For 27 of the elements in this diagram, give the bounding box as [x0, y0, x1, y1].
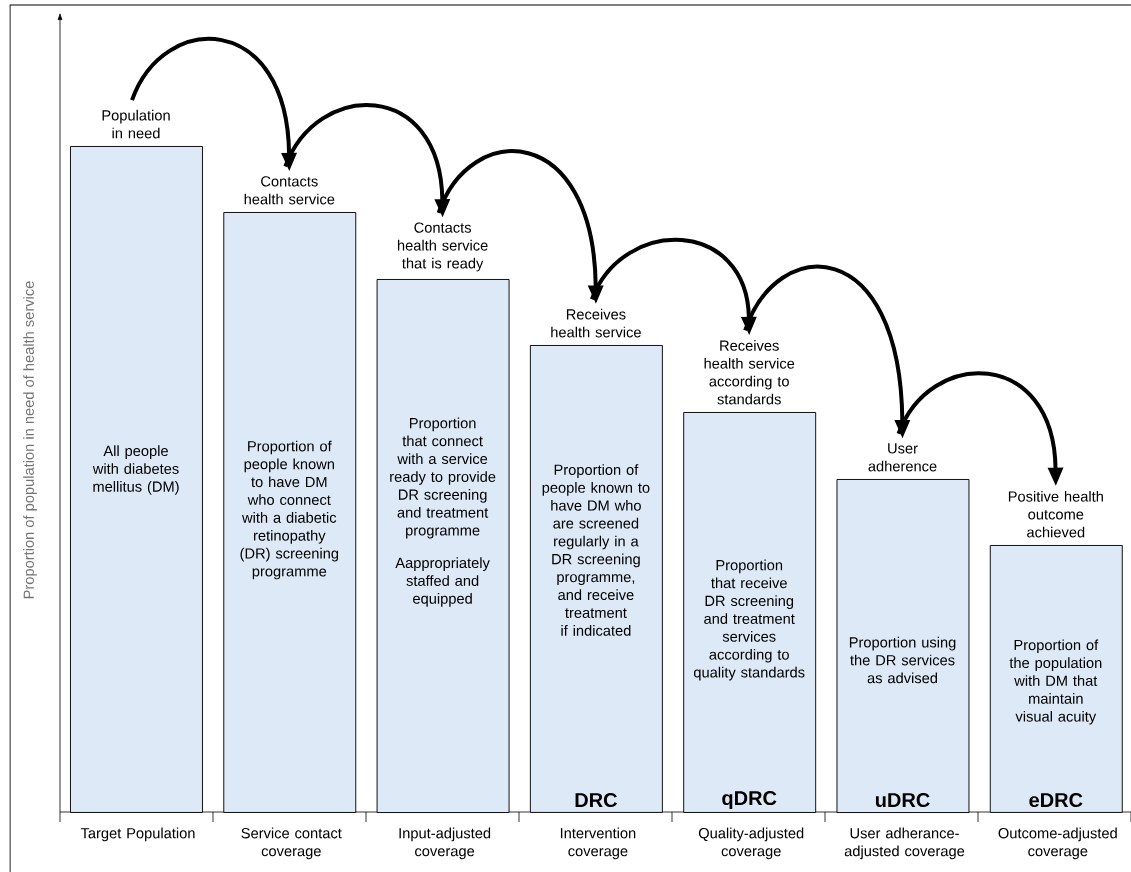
- bar-description: Aappropriately staffed and equipped: [395, 557, 490, 607]
- bar-heading: Contacts health service: [244, 176, 335, 205]
- bar-heading: Contacts health service that is ready: [398, 222, 488, 272]
- indicator-code: eDRC: [1029, 792, 1083, 808]
- bar-heading: User adherence: [868, 443, 937, 472]
- indicator-code: uDRC: [875, 792, 930, 808]
- bar-description: Proportion of people known to have DM who connect with a diabetic retinopathy (DR) screening programme: [240, 440, 339, 580]
- bar-description: Proportion of the population with DM that maintain visual acuity: [1009, 639, 1102, 725]
- indicator-code: qDRC: [722, 790, 777, 810]
- indicator-code: DRC: [575, 792, 617, 808]
- bar-heading: Population in need: [102, 109, 170, 139]
- category-label: Outcome-adjusted coverage: [998, 827, 1117, 860]
- category-label: Service contact coverage: [241, 827, 342, 860]
- category-label: Quality-adjusted coverage: [698, 827, 804, 860]
- bar-description: Proportion of people known to have DM who are screened regularly in a DR screening programme, and receive treatment if indicated: [542, 464, 650, 636]
- bar-description: Proportion that receive DR screening and treatment services according to quality standards: [693, 559, 805, 681]
- category-label: Target Population: [80, 827, 195, 842]
- axis-title: Proportion of population in need of health service: [23, 281, 37, 599]
- category-label: User adherance-adjusted coverage: [844, 827, 965, 860]
- bar-description: All people with diabetes mellitus (DM): [92, 445, 179, 495]
- category-label: Input-adjusted coverage: [399, 827, 491, 860]
- category-label: Intervention coverage: [560, 827, 636, 860]
- bar-heading: Receives health service: [551, 308, 641, 338]
- bar-heading: Positive health outcome achieved: [1008, 490, 1103, 538]
- bar-description: Proportion using the DR services as advised: [849, 636, 956, 684]
- bar-heading: Receives health service according to standards: [704, 340, 795, 405]
- bar-description: Proportion that connect with a service ready to provide DR screening and treatment programme: [390, 417, 496, 539]
